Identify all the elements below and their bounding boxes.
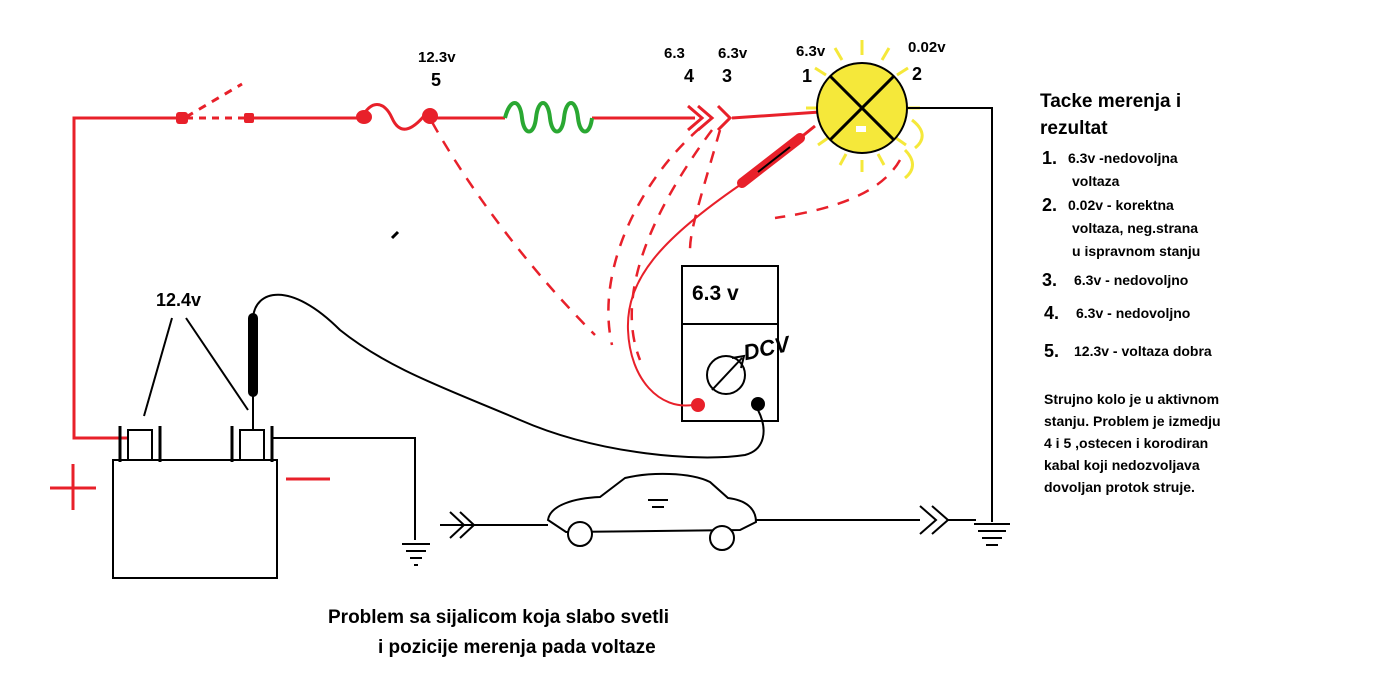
chassis xyxy=(440,505,976,539)
multimeter xyxy=(681,265,779,422)
point-3-number: 3 xyxy=(722,66,732,86)
battery-voltage-pointer xyxy=(143,317,249,417)
side-note-1: Strujno kolo je u aktivnom xyxy=(1044,391,1219,407)
fuse xyxy=(356,103,438,131)
battery-voltage: 12.4v xyxy=(156,290,201,310)
side-item-4-num: 4. xyxy=(1044,303,1059,323)
stray-mark xyxy=(390,230,400,240)
side-note-4: kabal koji nedozvoljava xyxy=(1044,457,1200,473)
side-item-1-num: 1. xyxy=(1042,148,1057,168)
point-4-number: 4 xyxy=(684,66,694,86)
positive-wire xyxy=(72,110,821,440)
side-item-3-line1: 6.3v - nedovoljno xyxy=(1074,272,1188,288)
side-item-2-line3: u ispravnom stanju xyxy=(1072,243,1200,259)
switch xyxy=(176,82,254,124)
side-item-2-num: 2. xyxy=(1042,195,1057,215)
red-probe xyxy=(737,124,816,188)
point-5-voltage: 12.3v xyxy=(418,49,456,66)
black-probe xyxy=(248,293,765,459)
side-item-2-line1: 0.02v - korektna xyxy=(1068,197,1174,213)
battery xyxy=(112,426,278,579)
side-note-2: stanju. Problem je izmedju xyxy=(1044,413,1221,429)
side-item-3-num: 3. xyxy=(1042,270,1057,290)
battery-ground-wire xyxy=(272,437,416,540)
point-1-voltage: 6.3v xyxy=(796,43,826,60)
side-note-5: dovoljan protok struje. xyxy=(1044,479,1195,495)
point-5-number: 5 xyxy=(431,70,441,90)
car xyxy=(546,472,758,551)
side-item-2-line2: voltaza, neg.strana xyxy=(1072,220,1198,236)
side-note-3: 4 i 5 ,ostecen i korodiran xyxy=(1044,435,1208,451)
point-1-number: 1 xyxy=(802,66,812,86)
point-2-number: 2 xyxy=(912,64,922,84)
caption-line-1: Problem sa sijalicom koja slabo svetli xyxy=(328,607,669,628)
side-title-1: Tacke merenja i xyxy=(1040,91,1181,112)
ground-symbol-left xyxy=(402,543,430,566)
ground-symbol-right xyxy=(974,523,1010,546)
lamp xyxy=(806,40,924,180)
connector-4 xyxy=(687,104,715,132)
point-3-voltage: 6.3v xyxy=(718,45,748,62)
side-item-1-line1: 6.3v -nedovoljna xyxy=(1068,150,1178,166)
caption-line-2: i pozicije merenja pada voltaze xyxy=(378,637,656,658)
resistor-coil xyxy=(503,101,594,134)
dashed-probe-paths xyxy=(430,121,902,361)
side-item-5-num: 5. xyxy=(1044,341,1059,361)
connector-3 xyxy=(716,104,733,132)
side-item-1-line2: voltaza xyxy=(1072,173,1120,189)
meter-reading: 6.3 v xyxy=(692,282,739,305)
side-title-2: rezultat xyxy=(1040,118,1108,139)
side-item-4-line1: 6.3v - nedovoljno xyxy=(1076,305,1190,321)
lamp-ground-wire xyxy=(907,107,993,522)
side-item-5-line1: 12.3v - voltaza dobra xyxy=(1074,343,1212,359)
point-4-voltage: 6.3 xyxy=(664,45,685,62)
red-probe-wire xyxy=(626,184,741,407)
point-2-voltage: 0.02v xyxy=(908,39,946,56)
